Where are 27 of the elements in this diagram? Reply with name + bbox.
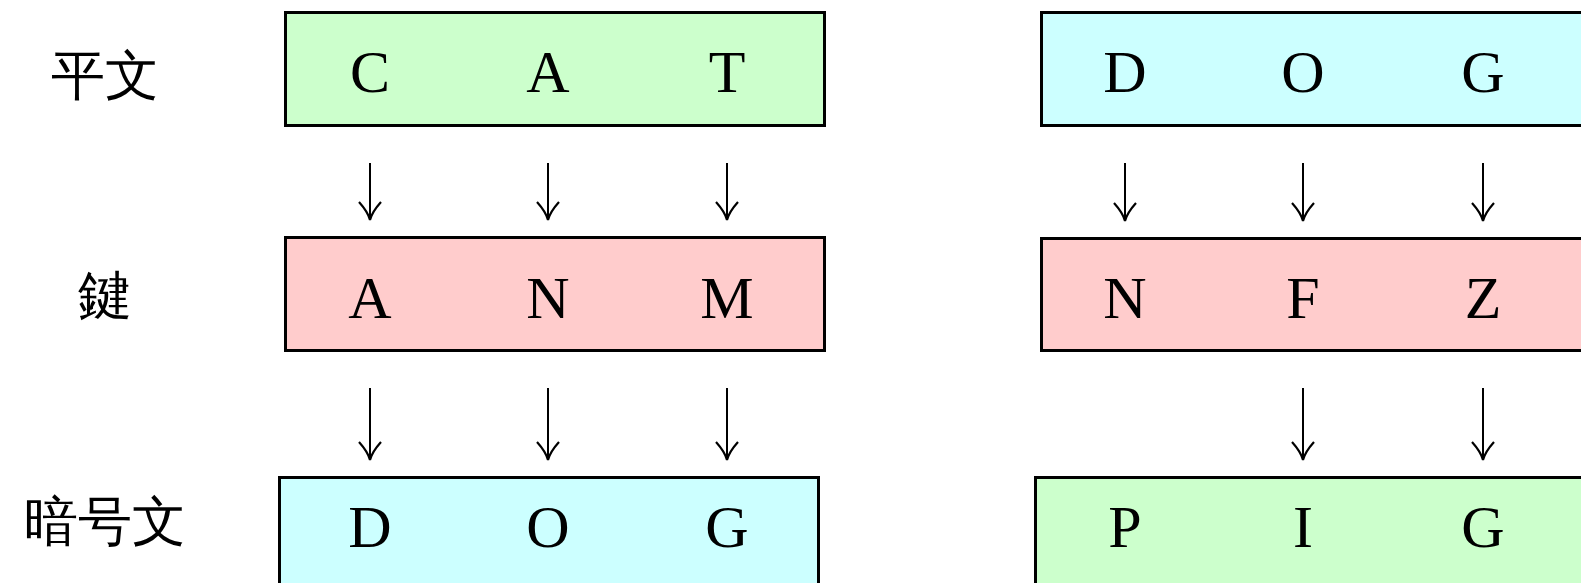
letter: I: [1268, 492, 1338, 562]
letter: O: [1268, 37, 1338, 107]
letter: D: [1090, 37, 1160, 107]
letter: M: [692, 263, 762, 333]
box: [284, 11, 826, 127]
letter: O: [513, 492, 583, 562]
letter: A: [335, 263, 405, 333]
letter: G: [1448, 492, 1518, 562]
row-label: 鍵: [78, 262, 132, 329]
box: [1034, 476, 1581, 583]
row-label: 平文: [51, 42, 159, 109]
letter: C: [335, 37, 405, 107]
letter: N: [513, 263, 583, 333]
letter: G: [692, 492, 762, 562]
letter: P: [1090, 492, 1160, 562]
box: [278, 476, 820, 583]
box: [1040, 237, 1581, 352]
letter: T: [692, 37, 762, 107]
letter: A: [513, 37, 583, 107]
letter: Z: [1448, 263, 1518, 333]
box: [284, 236, 826, 352]
box: [1040, 11, 1581, 127]
letter: D: [335, 492, 405, 562]
letter: G: [1448, 37, 1518, 107]
row-label: 暗号文: [24, 488, 186, 555]
letter: N: [1090, 263, 1160, 333]
letter: F: [1268, 263, 1338, 333]
